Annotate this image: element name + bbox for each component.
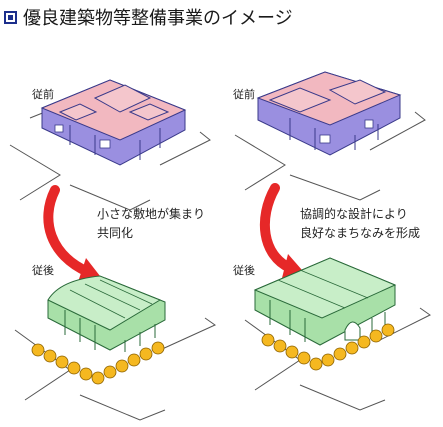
right-caption-line2: 良好なまちなみを形成: [300, 226, 421, 240]
title-bar: 優良建築物等整備事業のイメージ: [4, 6, 293, 29]
right-arrow: [259, 183, 302, 278]
square-bullet-icon: [4, 10, 17, 24]
left-caption-line1: 小さな敷地が集まり: [97, 207, 206, 221]
left-caption-line2: 共同化: [97, 226, 134, 240]
right-caption: 協調的な設計により 良好なまちなみを形成: [300, 205, 420, 243]
left-after-scene: [14, 275, 217, 421]
right-after-scene: [244, 257, 431, 411]
left-arrow: [43, 185, 100, 282]
right-after-label: 従後: [233, 264, 255, 277]
left-before-scene: [9, 79, 211, 211]
right-caption-line1: 協調的な設計により: [300, 207, 408, 221]
left-before-label: 従前: [32, 88, 54, 101]
left-after-label: 従後: [32, 264, 54, 277]
right-before-label: 従前: [233, 88, 255, 101]
page-title: 優良建築物等整備事業のイメージ: [23, 8, 293, 29]
right-before-scene: [234, 71, 426, 201]
left-caption: 小さな敷地が集まり 共同化: [97, 205, 205, 243]
